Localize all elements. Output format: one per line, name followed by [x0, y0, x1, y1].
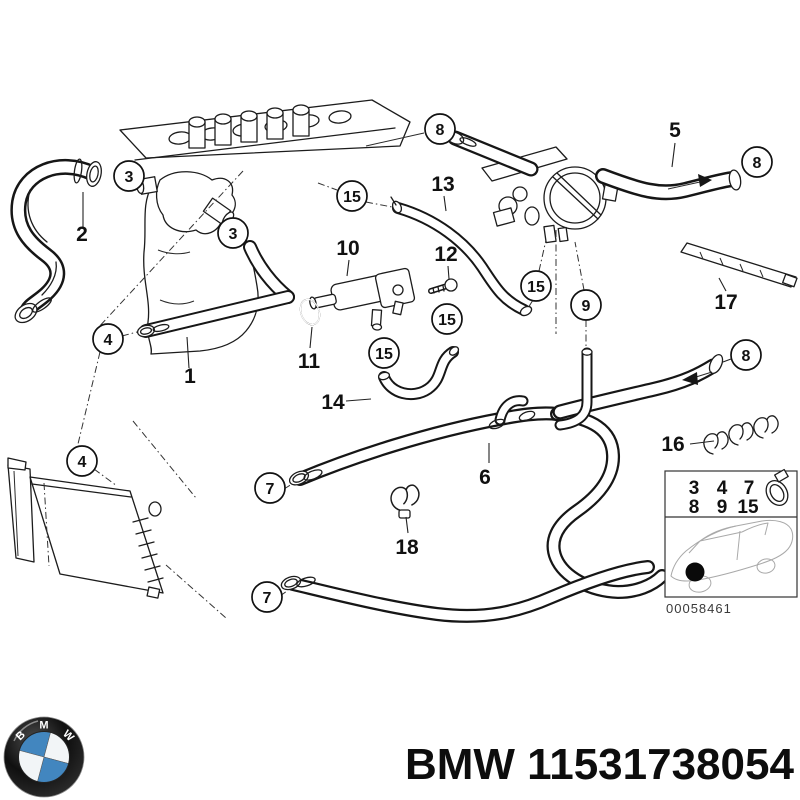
svg-text:4: 4 [78, 454, 87, 471]
svg-text:8: 8 [742, 348, 751, 365]
label-10: 10 [336, 237, 359, 260]
hose-6 [288, 395, 669, 599]
water-valve-10 [309, 267, 416, 331]
hose-2 [10, 158, 102, 324]
clip-18 [390, 484, 420, 519]
svg-text:4: 4 [104, 332, 113, 349]
part-number-text: BMW 11531738054 [405, 740, 794, 789]
radiator [7, 457, 164, 599]
svg-text:15: 15 [343, 189, 361, 206]
legend-num-7: 7 [744, 478, 755, 499]
legend-num-15: 15 [737, 497, 759, 518]
pipe-9 [554, 347, 593, 431]
svg-text:15: 15 [375, 346, 393, 363]
strap-17 [680, 242, 798, 288]
water-pipe-1 [136, 240, 295, 338]
upper-return-hose [445, 130, 539, 177]
balloon-15-c: 15 [431, 303, 463, 335]
balloon-9: 9 [570, 289, 602, 321]
location-dot [685, 562, 705, 582]
clips-16 [703, 415, 779, 455]
screw-12 [428, 278, 458, 294]
svg-text:15: 15 [438, 312, 456, 329]
balloon-7-a: 7 [254, 472, 286, 504]
hose-5 [595, 168, 742, 201]
hose-clamp-icon [765, 468, 789, 506]
balloon-7-b: 7 [251, 581, 283, 613]
svg-text:7: 7 [266, 481, 275, 498]
leader-lines [82, 142, 732, 597]
balloon-8-b: 8 [741, 146, 773, 178]
label-16: 16 [661, 433, 684, 456]
balloon-3-a: 3 [113, 160, 145, 192]
svg-text:8: 8 [753, 155, 762, 172]
balloon-8-c: 8 [730, 339, 762, 371]
legend-num-4: 4 [717, 478, 728, 499]
balloon-15-b: 15 [520, 270, 552, 302]
label-1: 1 [184, 365, 196, 388]
callout-labels: 2 13 5 10 12 17 11 1 14 16 6 18 [76, 119, 738, 559]
logo-letter-m: M [39, 720, 48, 732]
cooling-hoses-diagram: 3 3 15 8 8 15 9 15 15 4 8 4 7 7 2 13 5 1… [7, 99, 798, 623]
svg-text:9: 9 [582, 298, 591, 315]
legend-code: 00058461 [666, 601, 732, 616]
svg-text:3: 3 [229, 226, 238, 243]
legend-box: 3 4 7 8 9 15 00058461 [664, 468, 798, 616]
balloon-4-a: 4 [92, 323, 124, 355]
label-2: 2 [76, 223, 88, 246]
lower-radiator-hose [280, 560, 655, 623]
hose-14 [377, 346, 460, 401]
label-12: 12 [434, 243, 457, 266]
svg-text:8: 8 [436, 122, 445, 139]
label-5: 5 [669, 119, 681, 142]
svg-text:3: 3 [125, 169, 134, 186]
balloon-15-d: 15 [368, 337, 400, 369]
legend-num-3: 3 [689, 478, 700, 499]
callout-balloons: 3 3 15 8 8 15 9 15 15 4 8 4 7 7 [66, 113, 773, 613]
balloon-3-b: 3 [217, 217, 249, 249]
svg-text:15: 15 [527, 279, 545, 296]
intake-stubs [188, 104, 310, 149]
o-ring-11 [299, 298, 321, 326]
label-18: 18 [395, 536, 419, 559]
balloon-8-a: 8 [424, 113, 456, 145]
legend-num-9: 9 [717, 497, 728, 518]
label-17: 17 [714, 291, 737, 314]
balloon-4-b: 4 [66, 445, 98, 477]
hose-13 [390, 196, 533, 317]
label-13: 13 [431, 173, 454, 196]
zone-lines [77, 132, 557, 619]
cylinder-head-rail [119, 99, 411, 161]
label-11: 11 [298, 350, 321, 373]
svg-text:7: 7 [263, 590, 272, 607]
balloon-15-a: 15 [336, 180, 368, 212]
car-silhouette [670, 519, 794, 593]
legend-num-8: 8 [689, 497, 700, 518]
bmw-logo: B M W [2, 715, 86, 799]
label-6: 6 [479, 466, 491, 489]
label-14: 14 [321, 391, 345, 414]
